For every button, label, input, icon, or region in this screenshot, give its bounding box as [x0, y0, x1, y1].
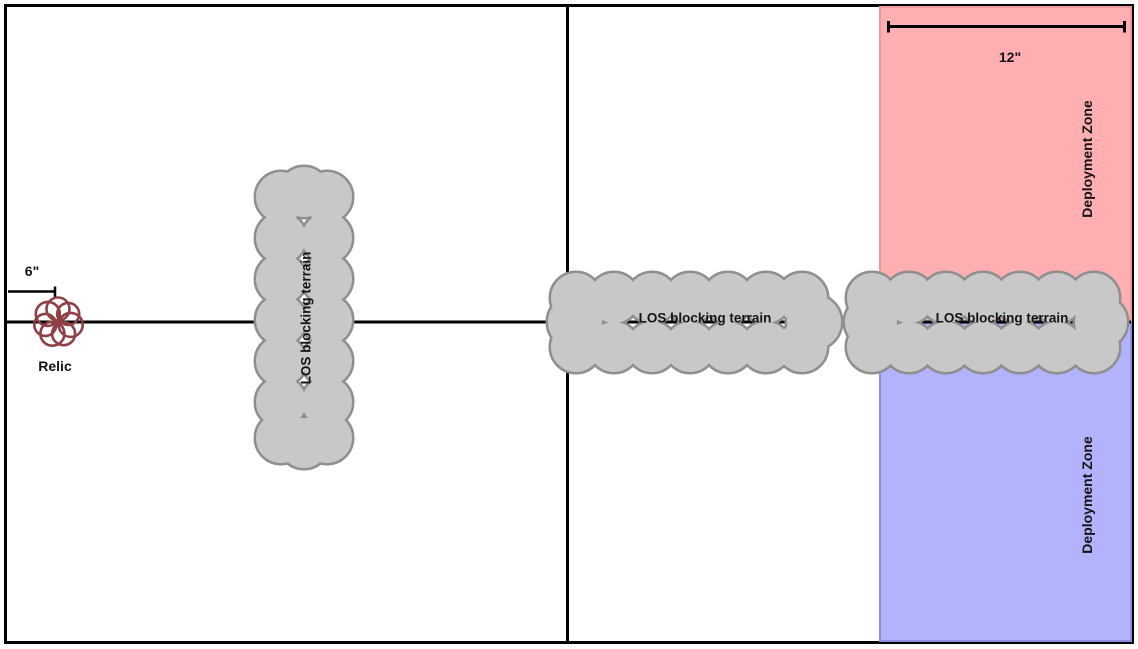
red-deployment-zone — [879, 6, 1132, 324]
relic-marker-icon — [32, 296, 84, 348]
measurement-12-line — [887, 21, 1126, 33]
relic-distance-label: 6" — [24, 263, 40, 279]
terrain-label-center: LOS blocking terrain — [638, 310, 772, 326]
relic-label: Relic — [38, 358, 72, 374]
zone-width-label: 12" — [998, 49, 1022, 65]
measurement-6-line — [8, 286, 57, 298]
deployment-zone-label-blue: Deployment Zone — [1079, 436, 1095, 554]
terrain-label-vertical: LOS blocking terrain — [298, 251, 314, 385]
deployment-zone-label-red: Deployment Zone — [1079, 100, 1095, 218]
terrain-label-right: LOS blocking terrain — [935, 310, 1069, 326]
